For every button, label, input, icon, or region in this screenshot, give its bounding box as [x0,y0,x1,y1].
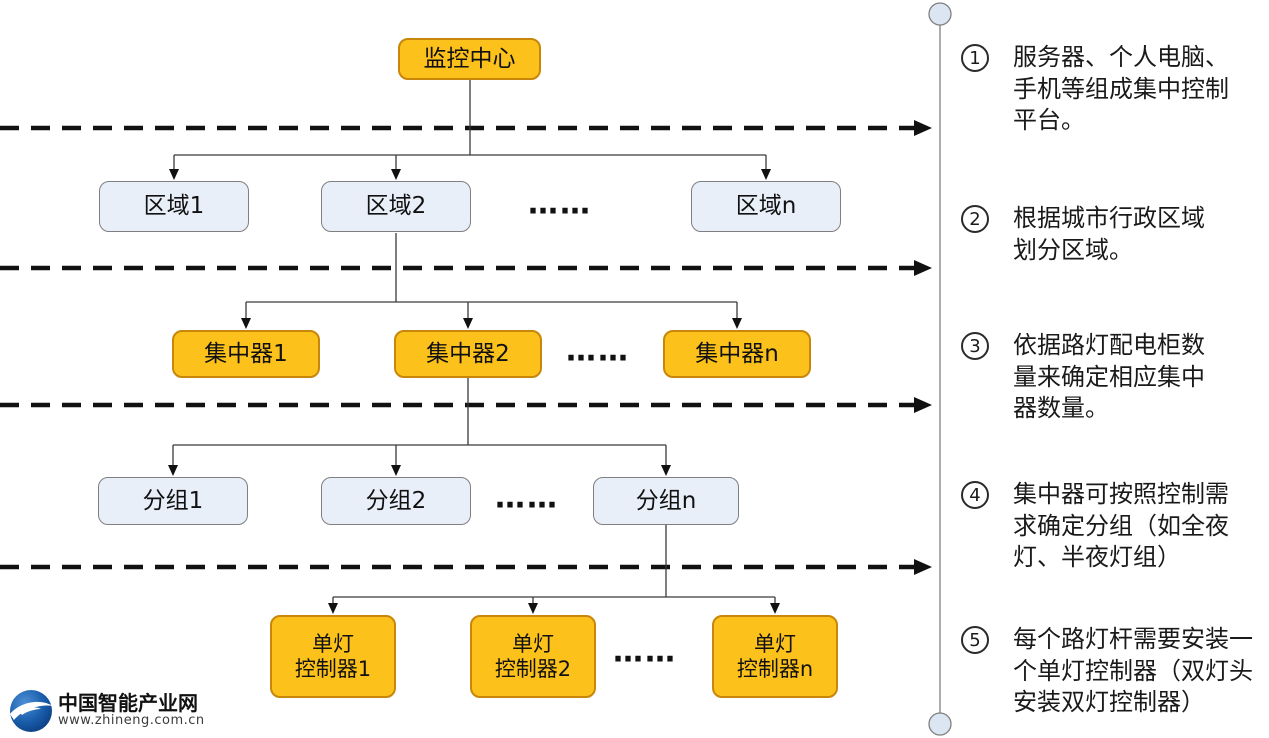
node-group-1: 分组1 [98,477,248,525]
node-concentrator-1: 集中器1 [172,330,320,378]
annotation-2-text: 根据城市行政区域 划分区域。 [1013,204,1205,264]
annotation-3-number: 3 [961,332,989,360]
node-region-1: 区域1 [99,181,249,232]
node-monitoring-center: 监控中心 [398,38,541,80]
annotation-4-number: 4 [961,481,989,509]
annotation-5-number: 5 [961,626,989,654]
annotation-2: 2 根据城市行政区域 划分区域。 [961,203,1269,266]
annotation-1-text: 服务器、个人电脑、 手机等组成集中控制 平台。 [1013,43,1229,135]
timeline-top-circle [928,2,952,26]
node-lamp-controller-n: 单灯 控制器n [712,615,838,698]
site-logo: 中国智能产业网 www.zhineng.com.cn [8,688,205,734]
ellipsis-groups: …… [495,480,559,516]
logo-title: 中国智能产业网 [58,691,198,716]
annotation-4: 4 集中器可按照控制需 求确定分组（如全夜 灯、半夜灯组） [961,479,1269,574]
node-concentrator-n: 集中器n [663,330,811,378]
logo-url: www.zhineng.com.cn [58,713,205,729]
annotation-4-text: 集中器可按照控制需 求确定分组（如全夜 灯、半夜灯组） [1013,480,1229,572]
tree-arrowheads [168,169,780,614]
node-lamp-controller-1: 单灯 控制器1 [270,615,396,698]
ellipsis-regions: …… [528,186,592,222]
logo-globe-icon [10,690,53,732]
ellipsis-concentrators: …… [566,333,630,369]
dashed-divider-lines [0,125,914,570]
annotation-1: 1 服务器、个人电脑、 手机等组成集中控制 平台。 [961,42,1269,137]
annotation-5-text: 每个路灯杆需要安装一 个单灯控制器（双灯头 安装双灯控制器） [1013,625,1253,717]
node-group-2: 分组2 [321,477,471,525]
annotation-3-text: 依据路灯配电柜数 量来确定相应集中 器数量。 [1013,331,1205,423]
node-region-2: 区域2 [321,181,471,232]
node-region-n: 区域n [691,181,841,232]
annotation-2-number: 2 [961,205,989,233]
annotation-5: 5 每个路灯杆需要安装一 个单灯控制器（双灯头 安装双灯控制器） [961,624,1269,719]
node-group-n: 分组n [593,477,739,525]
dashed-divider-arrowheads [914,120,932,575]
annotation-1-number: 1 [961,44,989,72]
timeline-bottom-circle [928,712,952,736]
annotation-3: 3 依据路灯配电柜数 量来确定相应集中 器数量。 [961,330,1269,425]
tree-branch-lines [172,80,776,605]
node-concentrator-2: 集中器2 [394,330,542,378]
node-lamp-controller-2: 单灯 控制器2 [470,615,596,698]
ellipsis-lamp-controllers: …… [613,634,677,670]
timeline [928,2,952,736]
